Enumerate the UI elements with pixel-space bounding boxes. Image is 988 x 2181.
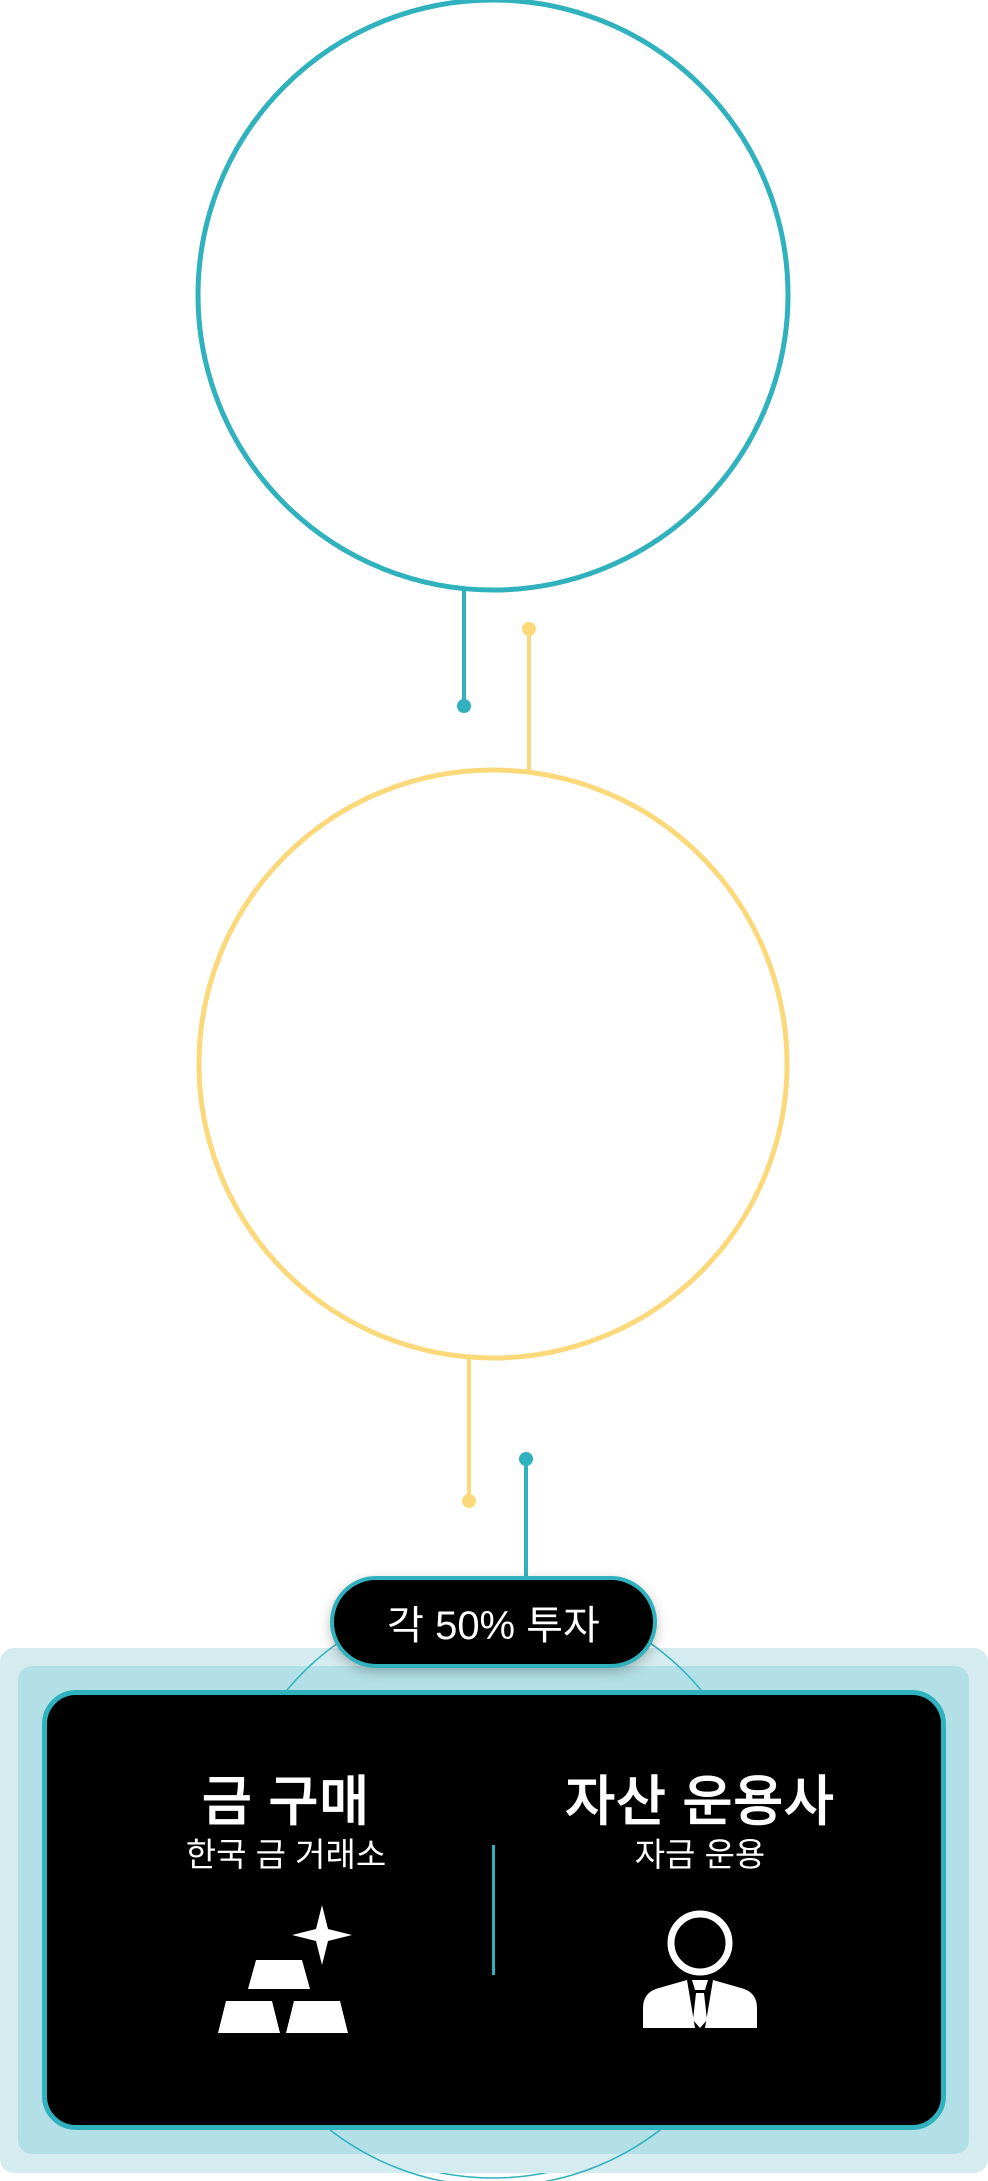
- yellow-circle: [196, 767, 790, 1361]
- teal-circle: [195, 0, 791, 593]
- yellow-connector-dot-bottom: [462, 1494, 476, 1508]
- allocation-badge: 각 50% 투자: [330, 1576, 657, 1668]
- asset-manager-subtitle: 자금 운용: [634, 1836, 766, 1873]
- allocation-badge-label: 각 50% 투자: [387, 1604, 600, 1648]
- gold-purchase-subtitle: 한국 금 거래소: [185, 1836, 387, 1873]
- asset-manager-column: 자산 운용사 자금 운용: [490, 1770, 910, 1876]
- businessman-icon: [643, 1910, 757, 2028]
- gold-purchase-title: 금 구매: [201, 1772, 371, 1832]
- gold-bars-icon: [218, 1905, 352, 2033]
- column-divider: [492, 1845, 495, 1975]
- gold-purchase-column: 금 구매 한국 금 거래소: [76, 1770, 496, 1876]
- teal-connector-dot-bottom: [519, 1452, 533, 1466]
- teal-connector-dot-top: [457, 699, 471, 713]
- yellow-connector-dot-top: [522, 622, 536, 636]
- asset-manager-title: 자산 운용사: [565, 1772, 835, 1832]
